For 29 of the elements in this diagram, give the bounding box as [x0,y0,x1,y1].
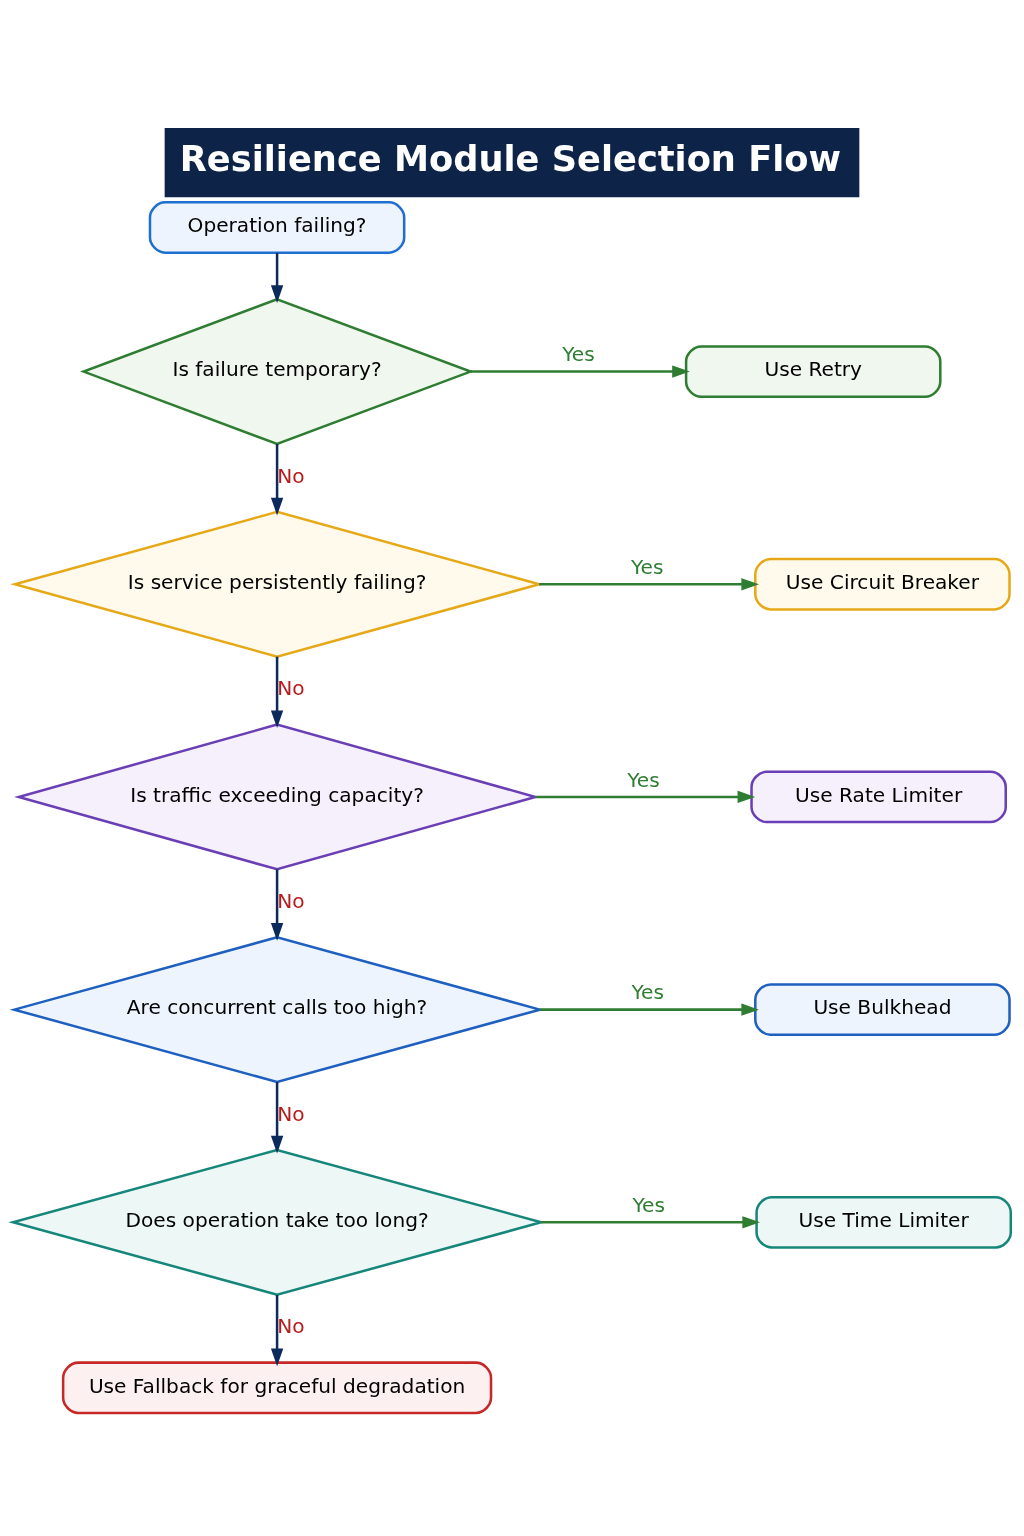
arrow [539,578,759,591]
edge-label: No [277,1314,305,1339]
arrow [539,1003,759,1016]
arrow [270,656,284,729]
node-box: Use Rate Limiter [750,770,1007,824]
arrow [470,365,690,378]
node-box: Use Circuit Breaker [754,557,1011,611]
edge-label: Yes [627,767,660,792]
arrow [270,1295,284,1367]
edge-label: No [277,463,305,488]
edge-label: Yes [631,980,664,1005]
edge-label: Yes [630,554,664,579]
edge-label: Yes [632,1192,665,1217]
arrow [535,790,756,804]
edge-label: Yes [562,342,595,367]
diagram-title: Resilience Module Selection Flow [179,137,842,179]
node-box: Use Fallback for graceful degradation [61,1361,493,1415]
arrow [541,1216,760,1229]
arrow [270,1082,284,1154]
node-box: Operation failing? [148,201,406,254]
edge-label: No [277,676,305,701]
node-box: Use Time Limiter [755,1195,1013,1249]
arrow [270,444,284,516]
node-box: Use Retry [684,345,942,398]
edge-label: No [277,1101,305,1126]
node-box: Use Bulkhead [754,983,1011,1037]
edge-label: No [277,889,305,914]
arrow [270,252,284,303]
arrow [270,869,284,941]
